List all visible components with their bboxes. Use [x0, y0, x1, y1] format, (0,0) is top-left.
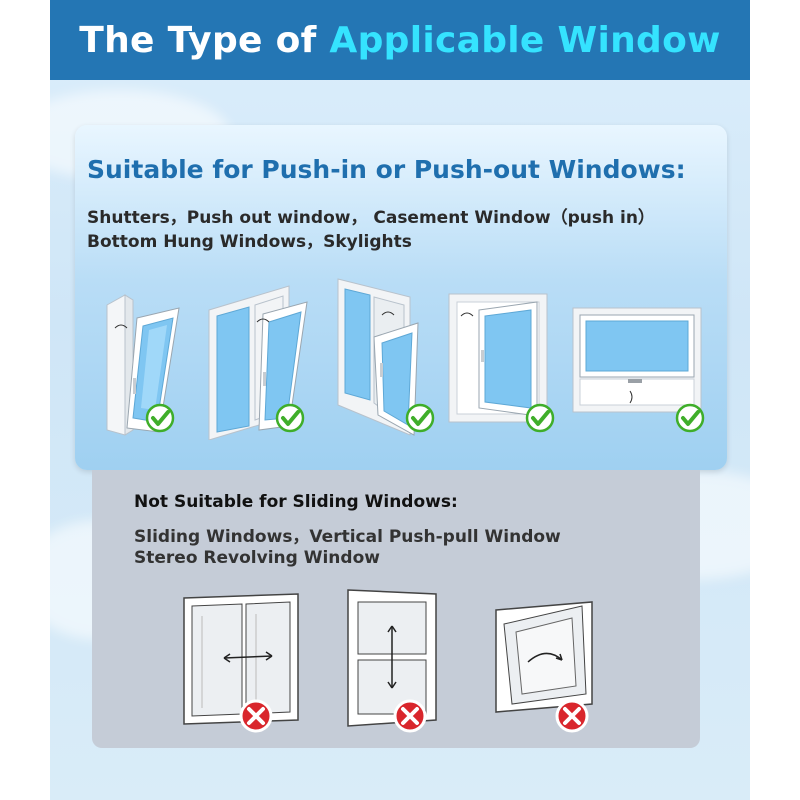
page-title: The Type of Applicable Window [79, 20, 720, 61]
header-banner: The Type of Applicable Window [50, 0, 750, 80]
check-icon [525, 403, 555, 433]
push-out-window-illustration [448, 293, 548, 423]
tilt-window-illustration [106, 294, 180, 436]
cross-icon [239, 699, 273, 733]
title-text: The Type of [79, 19, 330, 61]
not-suitable-title: Not Suitable for Sliding Windows: [134, 492, 458, 512]
suitable-types-line-2: Bottom Hung Windows，Skylights [87, 232, 412, 252]
suitable-title: Suitable for Push-in or Push-out Windows… [87, 155, 686, 184]
not-suitable-panel: Not Suitable for Sliding Windows: Slidin… [92, 470, 700, 748]
not-suitable-types-line-2: Stereo Revolving Window [134, 548, 380, 568]
not-suitable-types-line-1: Sliding Windows，Vertical Push-pull Windo… [134, 527, 561, 547]
check-icon [405, 403, 435, 433]
double-casement-window-illustration [208, 285, 308, 440]
vertical-push-pull-window-illustration [347, 589, 437, 727]
revolving-window-illustration [495, 601, 593, 713]
bottom-hung-window-illustration [572, 307, 702, 413]
check-icon [675, 403, 705, 433]
title-accent-text: Applicable Window [329, 19, 721, 61]
infographic-canvas: The Type of Applicable Window Suitable f… [50, 0, 750, 800]
suitable-types-line-1: Shutters，Push out window， Casement Windo… [87, 208, 655, 228]
check-icon [275, 403, 305, 433]
casement-window-illustration [337, 278, 419, 436]
cross-icon [555, 699, 589, 733]
check-icon [145, 403, 175, 433]
suitable-panel: Suitable for Push-in or Push-out Windows… [75, 125, 727, 470]
cross-icon [393, 699, 427, 733]
